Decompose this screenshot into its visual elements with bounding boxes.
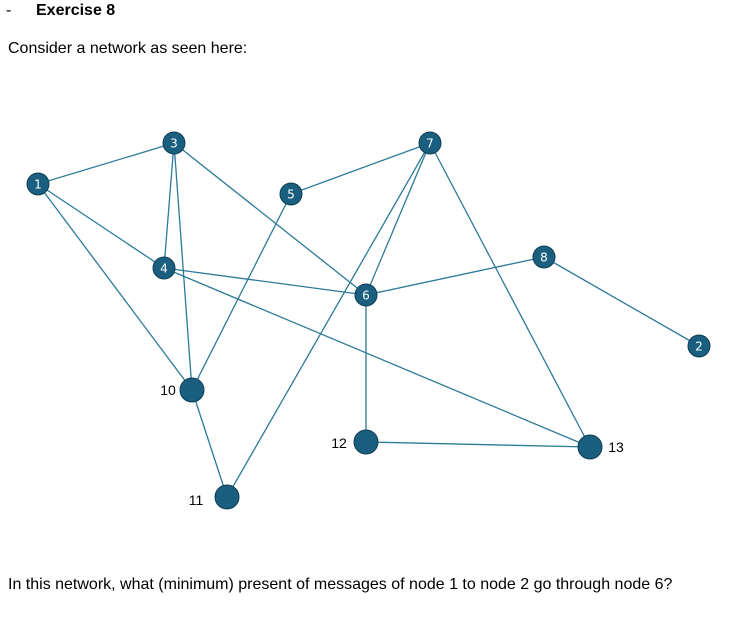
- node-7-label: 7: [426, 137, 434, 151]
- node-5: 5: [279, 182, 303, 206]
- node-8: 8: [532, 245, 556, 269]
- node-13-label: 13: [608, 439, 624, 455]
- edge-1-4: [37, 183, 165, 269]
- node-11: 11: [189, 484, 240, 510]
- node-10-label: 10: [160, 382, 176, 398]
- edge-3-6: [173, 142, 367, 296]
- node-11-label: 11: [189, 492, 204, 508]
- edge-5-7: [290, 142, 431, 195]
- node-4: 4: [152, 256, 176, 280]
- node-7-circle: [418, 131, 442, 155]
- node-1: 1: [26, 172, 50, 196]
- node-6-label: 6: [362, 289, 370, 303]
- node-3-circle: [162, 131, 186, 155]
- edge-6-8: [365, 256, 545, 296]
- node-12: 12: [331, 429, 379, 455]
- node-2: 2: [687, 334, 711, 358]
- edge-1-10: [37, 183, 193, 391]
- node-8-circle: [532, 245, 556, 269]
- node-12-label: 12: [331, 435, 347, 451]
- node-10: 10: [160, 377, 205, 403]
- node-13-circle: [577, 434, 603, 460]
- node-3: 3: [162, 131, 186, 155]
- node-4-label: 4: [160, 262, 168, 276]
- node-11-circle: [214, 484, 240, 510]
- node-2-label: 2: [695, 340, 703, 354]
- node-6-circle: [354, 283, 378, 307]
- edge-10-11: [191, 389, 228, 498]
- node-6: 6: [354, 283, 378, 307]
- node-13: 13: [577, 434, 624, 460]
- node-10-circle: [179, 377, 205, 403]
- edge-8-2: [543, 256, 700, 347]
- edge-4-6: [163, 267, 367, 296]
- edge-7-6: [365, 142, 431, 296]
- node-3-label: 3: [170, 137, 178, 151]
- node-1-circle: [26, 172, 50, 196]
- edge-7-13: [429, 142, 591, 448]
- exercise-heading: - Exercise 8: [6, 2, 115, 20]
- exercise-title: Exercise 8: [36, 2, 116, 19]
- node-2-circle: [687, 334, 711, 358]
- edge-1-3: [37, 142, 175, 185]
- edge-3-4: [163, 142, 175, 269]
- node-5-label: 5: [287, 188, 295, 202]
- node-5-circle: [279, 182, 303, 206]
- intro-text: Consider a network as seen here:: [8, 40, 248, 57]
- edges-layer: [37, 142, 700, 498]
- edge-12-13: [365, 441, 591, 448]
- node-8-label: 8: [540, 251, 548, 265]
- heading-bullet: -: [6, 2, 12, 19]
- node-7: 7: [418, 131, 442, 155]
- question-text: In this network, what (minimum) present …: [8, 576, 673, 593]
- edge-3-10: [173, 142, 193, 391]
- edge-5-10: [191, 193, 292, 391]
- node-4-circle: [152, 256, 176, 280]
- edge-4-13: [163, 267, 591, 448]
- node-12-circle: [353, 429, 379, 455]
- node-1-label: 1: [34, 178, 42, 192]
- edge-7-11: [226, 142, 431, 498]
